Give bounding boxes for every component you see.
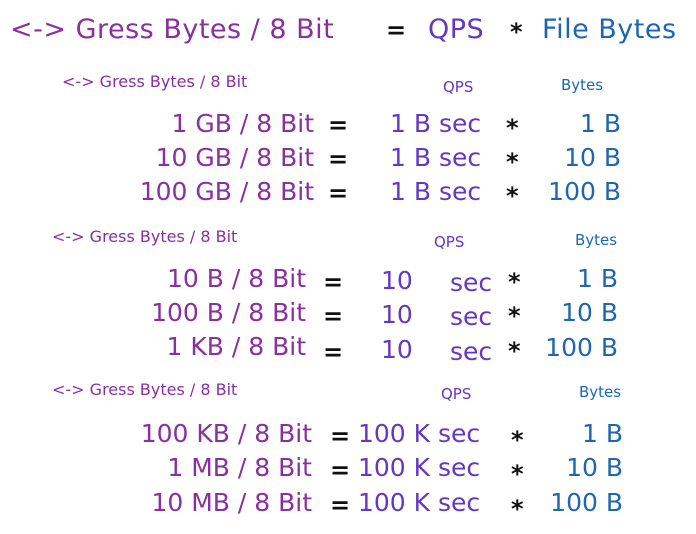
lhs-value: 10 GB / 8 Bit <box>155 143 314 172</box>
bytes-header: Bytes <box>579 383 622 401</box>
qps-unit: sec <box>450 302 493 331</box>
title-multiply: * <box>510 18 523 46</box>
multiply-sign: * <box>511 426 524 454</box>
section-subtitle: <-> Gress Bytes / 8 Bit <box>52 380 238 399</box>
title-equals: = <box>386 16 407 44</box>
qps-header: QPS <box>434 233 465 251</box>
equals-sign: = <box>330 456 351 484</box>
qps-value: 100 K sec <box>358 453 481 482</box>
qps-number: 10 <box>381 335 413 364</box>
bytes-value: 100 B <box>550 488 623 517</box>
qps-header: QPS <box>443 78 474 96</box>
equals-sign: = <box>330 422 351 450</box>
bytes-value: 1 B <box>576 264 618 293</box>
qps-number: 10 <box>381 266 413 295</box>
bytes-value: 100 B <box>545 333 618 362</box>
equals-sign: = <box>323 338 344 366</box>
qps-unit: sec <box>450 268 493 297</box>
lhs-value: 10 MB / 8 Bit <box>151 488 312 517</box>
title-qps: QPS <box>428 14 485 45</box>
qps-value: 100 K sec <box>358 488 481 517</box>
multiply-sign: * <box>508 302 521 330</box>
multiply-sign: * <box>508 268 521 296</box>
equals-sign: = <box>330 491 351 519</box>
bytes-value: 10 B <box>566 453 623 482</box>
lhs-value: 100 B / 8 Bit <box>151 298 306 327</box>
section-subtitle: <-> Gress Bytes / 8 Bit <box>52 227 238 246</box>
equals-sign: = <box>328 179 349 207</box>
qps-value: 1 B sec <box>390 143 482 172</box>
multiply-sign: * <box>511 495 524 523</box>
bytes-value: 1 B <box>581 419 623 448</box>
qps-unit: sec <box>450 337 493 366</box>
qps-value: 1 B sec <box>390 177 482 206</box>
multiply-sign: * <box>506 114 519 142</box>
equals-sign: = <box>323 302 344 330</box>
multiply-sign: * <box>506 182 519 210</box>
lhs-value: 1 KB / 8 Bit <box>166 332 306 361</box>
bytes-value: 10 B <box>561 298 618 327</box>
lhs-value: 100 KB / 8 Bit <box>140 419 312 448</box>
equals-sign: = <box>323 268 344 296</box>
lhs-value: 10 B / 8 Bit <box>167 264 306 293</box>
equals-sign: = <box>328 145 349 173</box>
multiply-sign: * <box>506 148 519 176</box>
qps-value: 1 B sec <box>390 109 482 138</box>
bytes-header: Bytes <box>575 231 618 249</box>
equals-sign: = <box>328 111 349 139</box>
title-file-bytes: File Bytes <box>542 14 677 45</box>
qps-number: 10 <box>381 300 413 329</box>
bytes-value: 10 B <box>564 143 621 172</box>
lhs-value: 1 MB / 8 Bit <box>167 453 312 482</box>
lhs-value: 100 GB / 8 Bit <box>139 177 314 206</box>
section-subtitle: <-> Gress Bytes / 8 Bit <box>62 72 248 91</box>
bytes-value: 1 B <box>579 109 621 138</box>
multiply-sign: * <box>508 337 521 365</box>
title-lhs: <-> Gress Bytes / 8 Bit <box>10 14 335 45</box>
multiply-sign: * <box>511 460 524 488</box>
lhs-value: 1 GB / 8 Bit <box>171 109 314 138</box>
bytes-header: Bytes <box>561 76 604 94</box>
qps-header: QPS <box>441 385 472 403</box>
bytes-value: 100 B <box>548 177 621 206</box>
qps-value: 100 K sec <box>358 419 481 448</box>
